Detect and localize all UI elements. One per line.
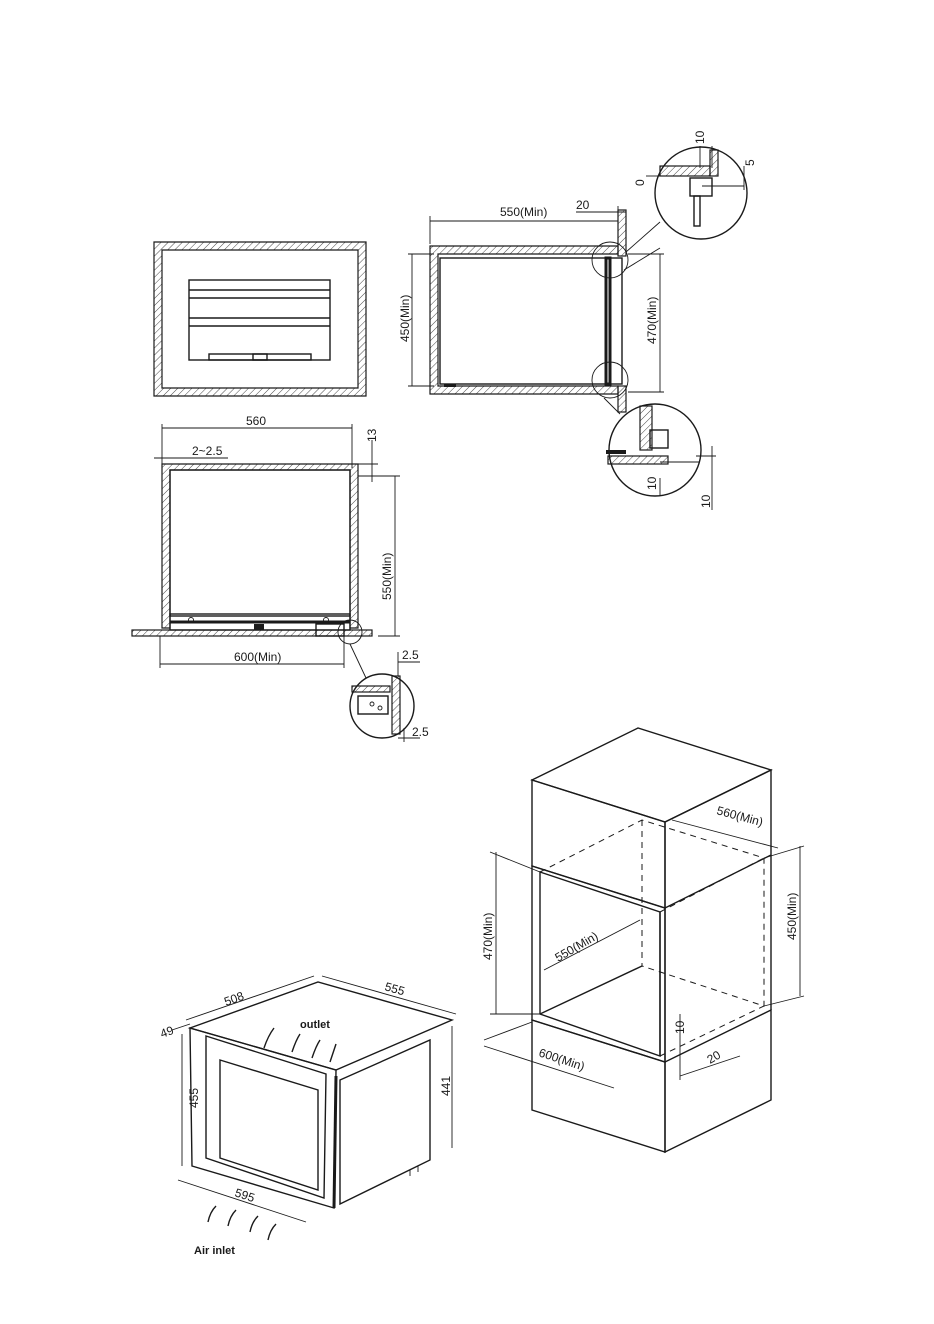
top-view-cabinet-wall — [162, 464, 358, 628]
dim-side-20: 20 — [576, 198, 590, 212]
side-view-cabinet-wall — [430, 246, 618, 394]
dim-oven-555: 555 — [383, 979, 406, 998]
oven-isometric: 508 555 49 455 441 595 outlet Air inlet — [158, 976, 456, 1257]
dim-top-gap: 2~2.5 — [192, 444, 223, 458]
dim-detail-2.5-bottom: 2.5 — [412, 725, 429, 739]
dim-side-550: 550(Min) — [500, 205, 547, 219]
dim-oven-508: 508 — [222, 989, 246, 1009]
dim-cab-20: 20 — [705, 1048, 724, 1067]
dim-detail-bottom-10b: 10 — [699, 494, 713, 508]
dim-side-450: 450(Min) — [398, 295, 412, 342]
dim-detail-5: 5 — [743, 159, 757, 166]
dim-cab-600: 600(Min) — [537, 1046, 586, 1074]
air-inlet-label: Air inlet — [194, 1245, 235, 1257]
dim-cab-550: 550(Min) — [553, 929, 601, 965]
dim-detail-10: 10 — [693, 130, 707, 144]
dim-top-550: 550(Min) — [380, 553, 394, 600]
dim-oven-441: 441 — [439, 1076, 453, 1096]
dim-cab-10: 10 — [673, 1020, 687, 1034]
side-view-top-detail-circle — [655, 147, 747, 239]
dim-oven-595: 595 — [233, 1186, 257, 1206]
outlet-arrow-icon — [264, 1028, 274, 1048]
dim-top-560: 560 — [246, 414, 266, 428]
front-view-oven-door — [189, 280, 330, 360]
cabinet-isometric: 560(Min) 470(Min) 550(Min) 450(Min) 10 6… — [481, 728, 804, 1152]
front-view — [154, 242, 366, 396]
front-view-handle — [209, 354, 311, 360]
air-inlet-arrow-icon — [208, 1206, 216, 1222]
side-view: 550(Min) 20 450(Min) 470(Min) 10 0 5 — [398, 130, 757, 510]
dim-cab-470: 470(Min) — [481, 913, 495, 960]
dim-oven-49: 49 — [158, 1023, 176, 1041]
outlet-label: outlet — [300, 1019, 330, 1031]
dim-detail-bottom-10a: 10 — [645, 476, 659, 490]
top-view: 560 2~2.5 13 550(Min) 600(Min) 2.5 2.5 — [132, 414, 429, 742]
dim-detail-2.5-top: 2.5 — [402, 648, 419, 662]
dim-oven-455: 455 — [187, 1088, 201, 1108]
dim-top-600: 600(Min) — [234, 650, 281, 664]
dim-detail-0: 0 — [633, 179, 647, 186]
dim-side-470: 470(Min) — [645, 297, 659, 344]
dim-cab-450: 450(Min) — [785, 893, 799, 940]
dim-top-13: 13 — [365, 428, 379, 442]
dim-cab-560: 560(Min) — [715, 803, 764, 829]
front-view-cabinet-wall — [154, 242, 366, 396]
top-view-worktop — [132, 630, 372, 636]
